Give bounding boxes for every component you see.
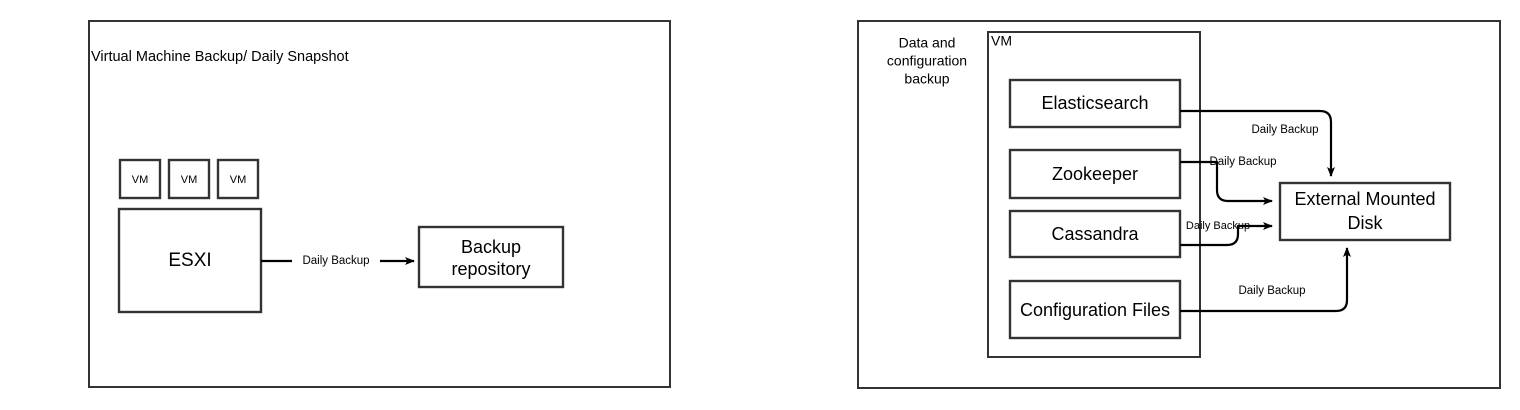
vm-box-3[interactable] bbox=[216, 158, 260, 200]
vm-container-label: VM bbox=[991, 33, 1012, 49]
elasticsearch-edge-label: Daily Backup bbox=[1251, 124, 1318, 136]
cassandra-to-disk-edge: Daily Backup bbox=[1180, 220, 1273, 247]
left-panel-title: Virtual Machine Backup/ Daily Snapshot bbox=[91, 49, 349, 65]
vm-box-label-1: VM bbox=[132, 174, 149, 186]
zookeeper-edge-path bbox=[1180, 160, 1273, 205]
external-mounted-disk-node-group[interactable]: External Mounted Disk bbox=[1278, 181, 1452, 242]
cassandra-edge-label: Daily Backup bbox=[1186, 220, 1250, 232]
elasticsearch-to-disk-edge: Daily Backup bbox=[1180, 109, 1335, 177]
vm-container bbox=[987, 31, 1201, 358]
left-panel-group: Virtual Machine Backup/ Daily Snapshot V… bbox=[88, 20, 671, 388]
vm-box-label-2: VM bbox=[181, 174, 198, 186]
esxi-edge-label: Daily Backup bbox=[302, 255, 369, 267]
zookeeper-node-group[interactable]: Zookeeper bbox=[1008, 148, 1182, 200]
cassandra-node[interactable] bbox=[1008, 209, 1182, 259]
right-panel-side-label-line3: backup bbox=[904, 71, 949, 87]
vm-box-2[interactable] bbox=[167, 158, 211, 200]
cassandra-node-group[interactable]: Cassandra bbox=[1008, 209, 1182, 259]
esxi-to-repository-edge: Daily Backup bbox=[261, 255, 415, 267]
vm-box-group-1[interactable]: VM bbox=[118, 158, 162, 200]
backup-repository-node-group[interactable]: Backup repository bbox=[417, 225, 565, 289]
vm-box-group-3[interactable]: VM bbox=[216, 158, 260, 200]
vm-box-1[interactable] bbox=[118, 158, 162, 200]
zookeeper-node-label: Zookeeper bbox=[1052, 164, 1138, 184]
vm-box-label-3: VM bbox=[230, 174, 247, 186]
cassandra-edge-path bbox=[1180, 222, 1273, 247]
vm-box-group-2[interactable]: VM bbox=[167, 158, 211, 200]
esxi-node-label: ESXI bbox=[168, 250, 211, 271]
esxi-node-group[interactable]: ESXI bbox=[117, 207, 263, 314]
external-mounted-disk-label-line2: Disk bbox=[1348, 213, 1384, 233]
zookeeper-node[interactable] bbox=[1008, 148, 1182, 200]
configuration-files-node[interactable] bbox=[1008, 279, 1182, 340]
backup-repository-label-line1: Backup bbox=[461, 237, 521, 257]
right-panel-group: Data and configuration backup VM Elastic… bbox=[857, 20, 1501, 389]
configuration-files-edge-path bbox=[1180, 247, 1351, 313]
backup-repository-label-line2: repository bbox=[451, 259, 530, 279]
configuration-files-node-group[interactable]: Configuration Files bbox=[1008, 279, 1182, 340]
right-panel-side-label-line2: configuration bbox=[887, 53, 967, 69]
configuration-files-edge-label: Daily Backup bbox=[1238, 285, 1305, 297]
left-panel-border bbox=[88, 20, 671, 388]
zookeeper-edge-label: Daily Backup bbox=[1209, 156, 1276, 168]
cassandra-node-label: Cassandra bbox=[1051, 224, 1139, 244]
external-mounted-disk-label-line1: External Mounted bbox=[1294, 189, 1435, 209]
zookeeper-to-disk-edge: Daily Backup bbox=[1180, 156, 1277, 205]
elasticsearch-node[interactable] bbox=[1008, 78, 1182, 129]
elasticsearch-node-label: Elasticsearch bbox=[1041, 93, 1148, 113]
configuration-files-node-label: Configuration Files bbox=[1020, 300, 1170, 320]
right-panel-side-label-line1: Data and bbox=[899, 35, 956, 51]
elasticsearch-edge-path bbox=[1180, 109, 1335, 177]
elasticsearch-node-group[interactable]: Elasticsearch bbox=[1008, 78, 1182, 129]
backup-repository-node[interactable] bbox=[417, 225, 565, 289]
external-mounted-disk-node[interactable] bbox=[1278, 181, 1452, 242]
configuration-files-to-disk-edge: Daily Backup bbox=[1180, 247, 1351, 313]
